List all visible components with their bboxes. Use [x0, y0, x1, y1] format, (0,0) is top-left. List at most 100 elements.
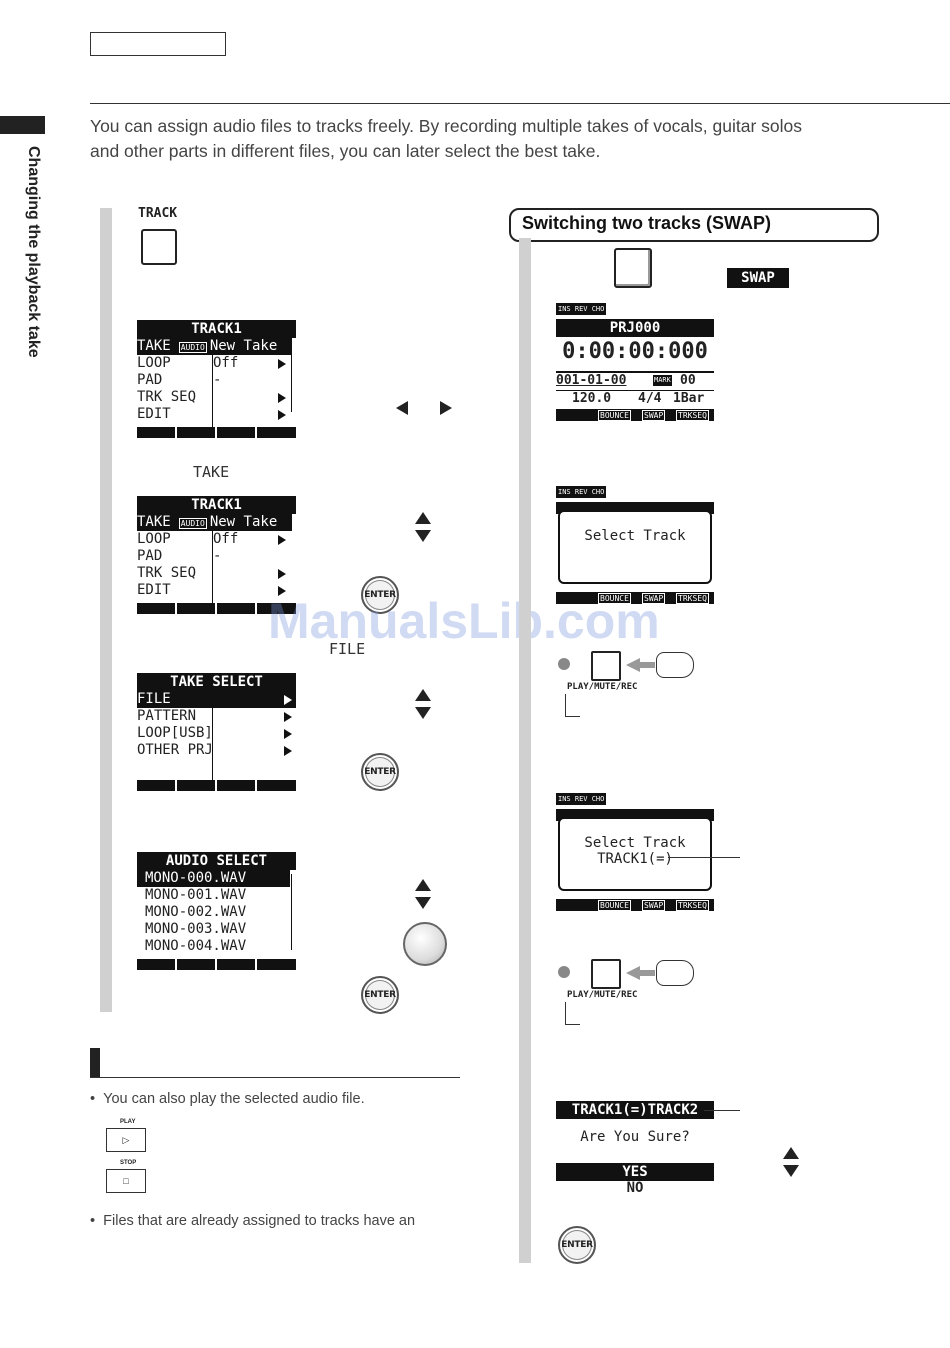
- enter-key[interactable]: ENTER: [361, 576, 399, 614]
- dial-icon[interactable]: [403, 922, 447, 966]
- lcd-row: TRK SEQ: [137, 389, 296, 406]
- lcd-row: PAD-: [137, 372, 222, 388]
- track-key-label: TRACK: [138, 206, 178, 221]
- right-arrow-icon: [440, 401, 452, 415]
- status-led-icon: [558, 966, 570, 978]
- lcd-title: TRACK1: [137, 320, 296, 338]
- lcd-select-track-screen: INS REV CHO Select Track BOUNCE SWAP TRK…: [556, 486, 714, 606]
- play-mute-rec-label: PLAY/MUTE/REC: [567, 682, 638, 692]
- lcd-select-track: Select Track: [584, 528, 686, 544]
- lcd-take-select-screen: TAKE SELECT FILE PATTERN LOOP[USB] OTHER…: [137, 673, 296, 791]
- status-led-icon: [558, 658, 570, 670]
- enter-key[interactable]: ENTER: [558, 1226, 596, 1264]
- lcd-no-option: NO: [626, 1180, 644, 1196]
- press-arrow-shaft: [639, 662, 655, 668]
- intro-line-1: You can assign audio files to tracks fre…: [90, 116, 803, 136]
- note-rule: [90, 1077, 460, 1078]
- up-down-arrows-icon: [415, 689, 431, 719]
- press-arrow-icon: [626, 966, 640, 980]
- lcd-project-name: PRJ000: [556, 319, 714, 337]
- soft-key-trkseq: TRKSEQ: [676, 410, 709, 421]
- swap-heading-box: [509, 208, 879, 242]
- lcd-row: PATTERN: [137, 708, 296, 725]
- lcd-select-track: Select Track: [584, 835, 686, 851]
- lcd-effect-tags: INS REV CHO: [556, 793, 607, 805]
- note-marker: [90, 1048, 100, 1078]
- lcd-row: MONO-001.WAV: [145, 887, 247, 903]
- lcd-row: MONO-000.WAV: [137, 870, 290, 887]
- enter-key[interactable]: ENTER: [361, 976, 399, 1014]
- lcd-row: PAD-: [137, 548, 222, 564]
- lcd-row: LOOP[USB]: [137, 725, 296, 742]
- track-key[interactable]: [141, 229, 177, 265]
- function-key[interactable]: [614, 248, 652, 288]
- lcd-select-track-screen-2: INS REV CHO Select Track TRACK1(=) BOUNC…: [556, 793, 714, 913]
- soft-key-swap: SWAP: [642, 900, 666, 911]
- lcd-project-screen: INS REV CHO PRJ000 0:00:00:000 001-01-00…: [556, 303, 714, 423]
- lcd-row: EDIT: [137, 406, 296, 423]
- lcd-row: MONO-003.WAV: [145, 921, 247, 937]
- take-label: TAKE: [193, 463, 230, 481]
- lcd-yes-option: YES: [556, 1163, 714, 1181]
- play-key-caption: PLAY: [120, 1119, 136, 1125]
- bullet-2: • Files that are already assigned to tra…: [90, 1213, 416, 1229]
- soft-key-trkseq: TRKSEQ: [676, 593, 709, 604]
- lcd-selected-track: TRACK1(=): [597, 851, 673, 867]
- lcd-row: FILE: [137, 691, 296, 708]
- soft-key-bounce: BOUNCE: [598, 410, 631, 421]
- stop-button[interactable]: □: [106, 1169, 146, 1193]
- play-button[interactable]: ▷: [106, 1128, 146, 1152]
- up-down-arrows-icon: [783, 1147, 799, 1177]
- callout-line: [565, 694, 580, 717]
- lcd-confirm-screen: TRACK1(=)TRACK2 Are You Sure? YES NO: [556, 1101, 714, 1197]
- callout-line: [565, 1002, 580, 1025]
- swap-tag: SWAP: [727, 268, 789, 288]
- left-step-bar: [100, 208, 112, 1012]
- lcd-position: 001-01-00: [556, 373, 627, 388]
- lcd-bars: 1Bar: [673, 391, 705, 406]
- play-mute-rec-label: PLAY/MUTE/REC: [567, 990, 638, 1000]
- press-arrow-icon: [626, 658, 640, 672]
- hand-pointer-icon: [656, 960, 694, 986]
- soft-key-trkseq: TRKSEQ: [676, 900, 709, 911]
- hand-pointer-icon: [656, 652, 694, 678]
- up-down-arrows-icon: [415, 512, 431, 542]
- lcd-row: MONO-004.WAV: [145, 938, 247, 954]
- soft-key-bounce: BOUNCE: [598, 593, 631, 604]
- bullet-1: • You can also play the selected audio f…: [90, 1091, 365, 1107]
- lcd-effect-tags: INS REV CHO: [556, 486, 607, 498]
- soft-key-swap: SWAP: [642, 410, 666, 421]
- lcd-confirm-question: Are You Sure?: [580, 1129, 690, 1145]
- enter-key[interactable]: ENTER: [361, 753, 399, 791]
- side-tab-label: Changing the playback take: [25, 146, 42, 358]
- lcd-row: MONO-002.WAV: [145, 904, 247, 920]
- callout-line: [704, 1110, 740, 1111]
- lcd-audio-select-screen: AUDIO SELECT MONO-000.WAV MONO-001.WAV M…: [137, 852, 296, 970]
- lcd-title: AUDIO SELECT: [137, 852, 296, 870]
- lcd-soft-keys: [137, 959, 296, 970]
- lcd-mark-tag: MARK: [653, 375, 672, 386]
- lcd-soft-keys: [137, 427, 296, 438]
- track-status-key[interactable]: [591, 651, 621, 681]
- lcd-title: TAKE SELECT: [137, 673, 296, 691]
- track-status-key[interactable]: [591, 959, 621, 989]
- header-rule: [90, 103, 950, 104]
- lcd-tempo: 120.0: [572, 391, 612, 406]
- soft-key-bounce: BOUNCE: [598, 900, 631, 911]
- lcd-row: EDIT: [137, 582, 296, 599]
- lcd-effect-tags: INS REV CHO: [556, 303, 607, 315]
- lcd-mark-num: 00: [680, 373, 696, 388]
- intro-line-2: and other parts in different files, you …: [90, 141, 601, 161]
- press-arrow-shaft: [639, 970, 655, 976]
- side-tab-marker: [0, 116, 45, 134]
- lcd-title: TRACK1: [137, 496, 296, 514]
- lcd-soft-keys: [137, 603, 296, 614]
- up-down-arrows-icon: [415, 879, 431, 909]
- left-arrow-icon: [396, 401, 408, 415]
- swap-heading: Switching two tracks (SWAP): [522, 213, 772, 233]
